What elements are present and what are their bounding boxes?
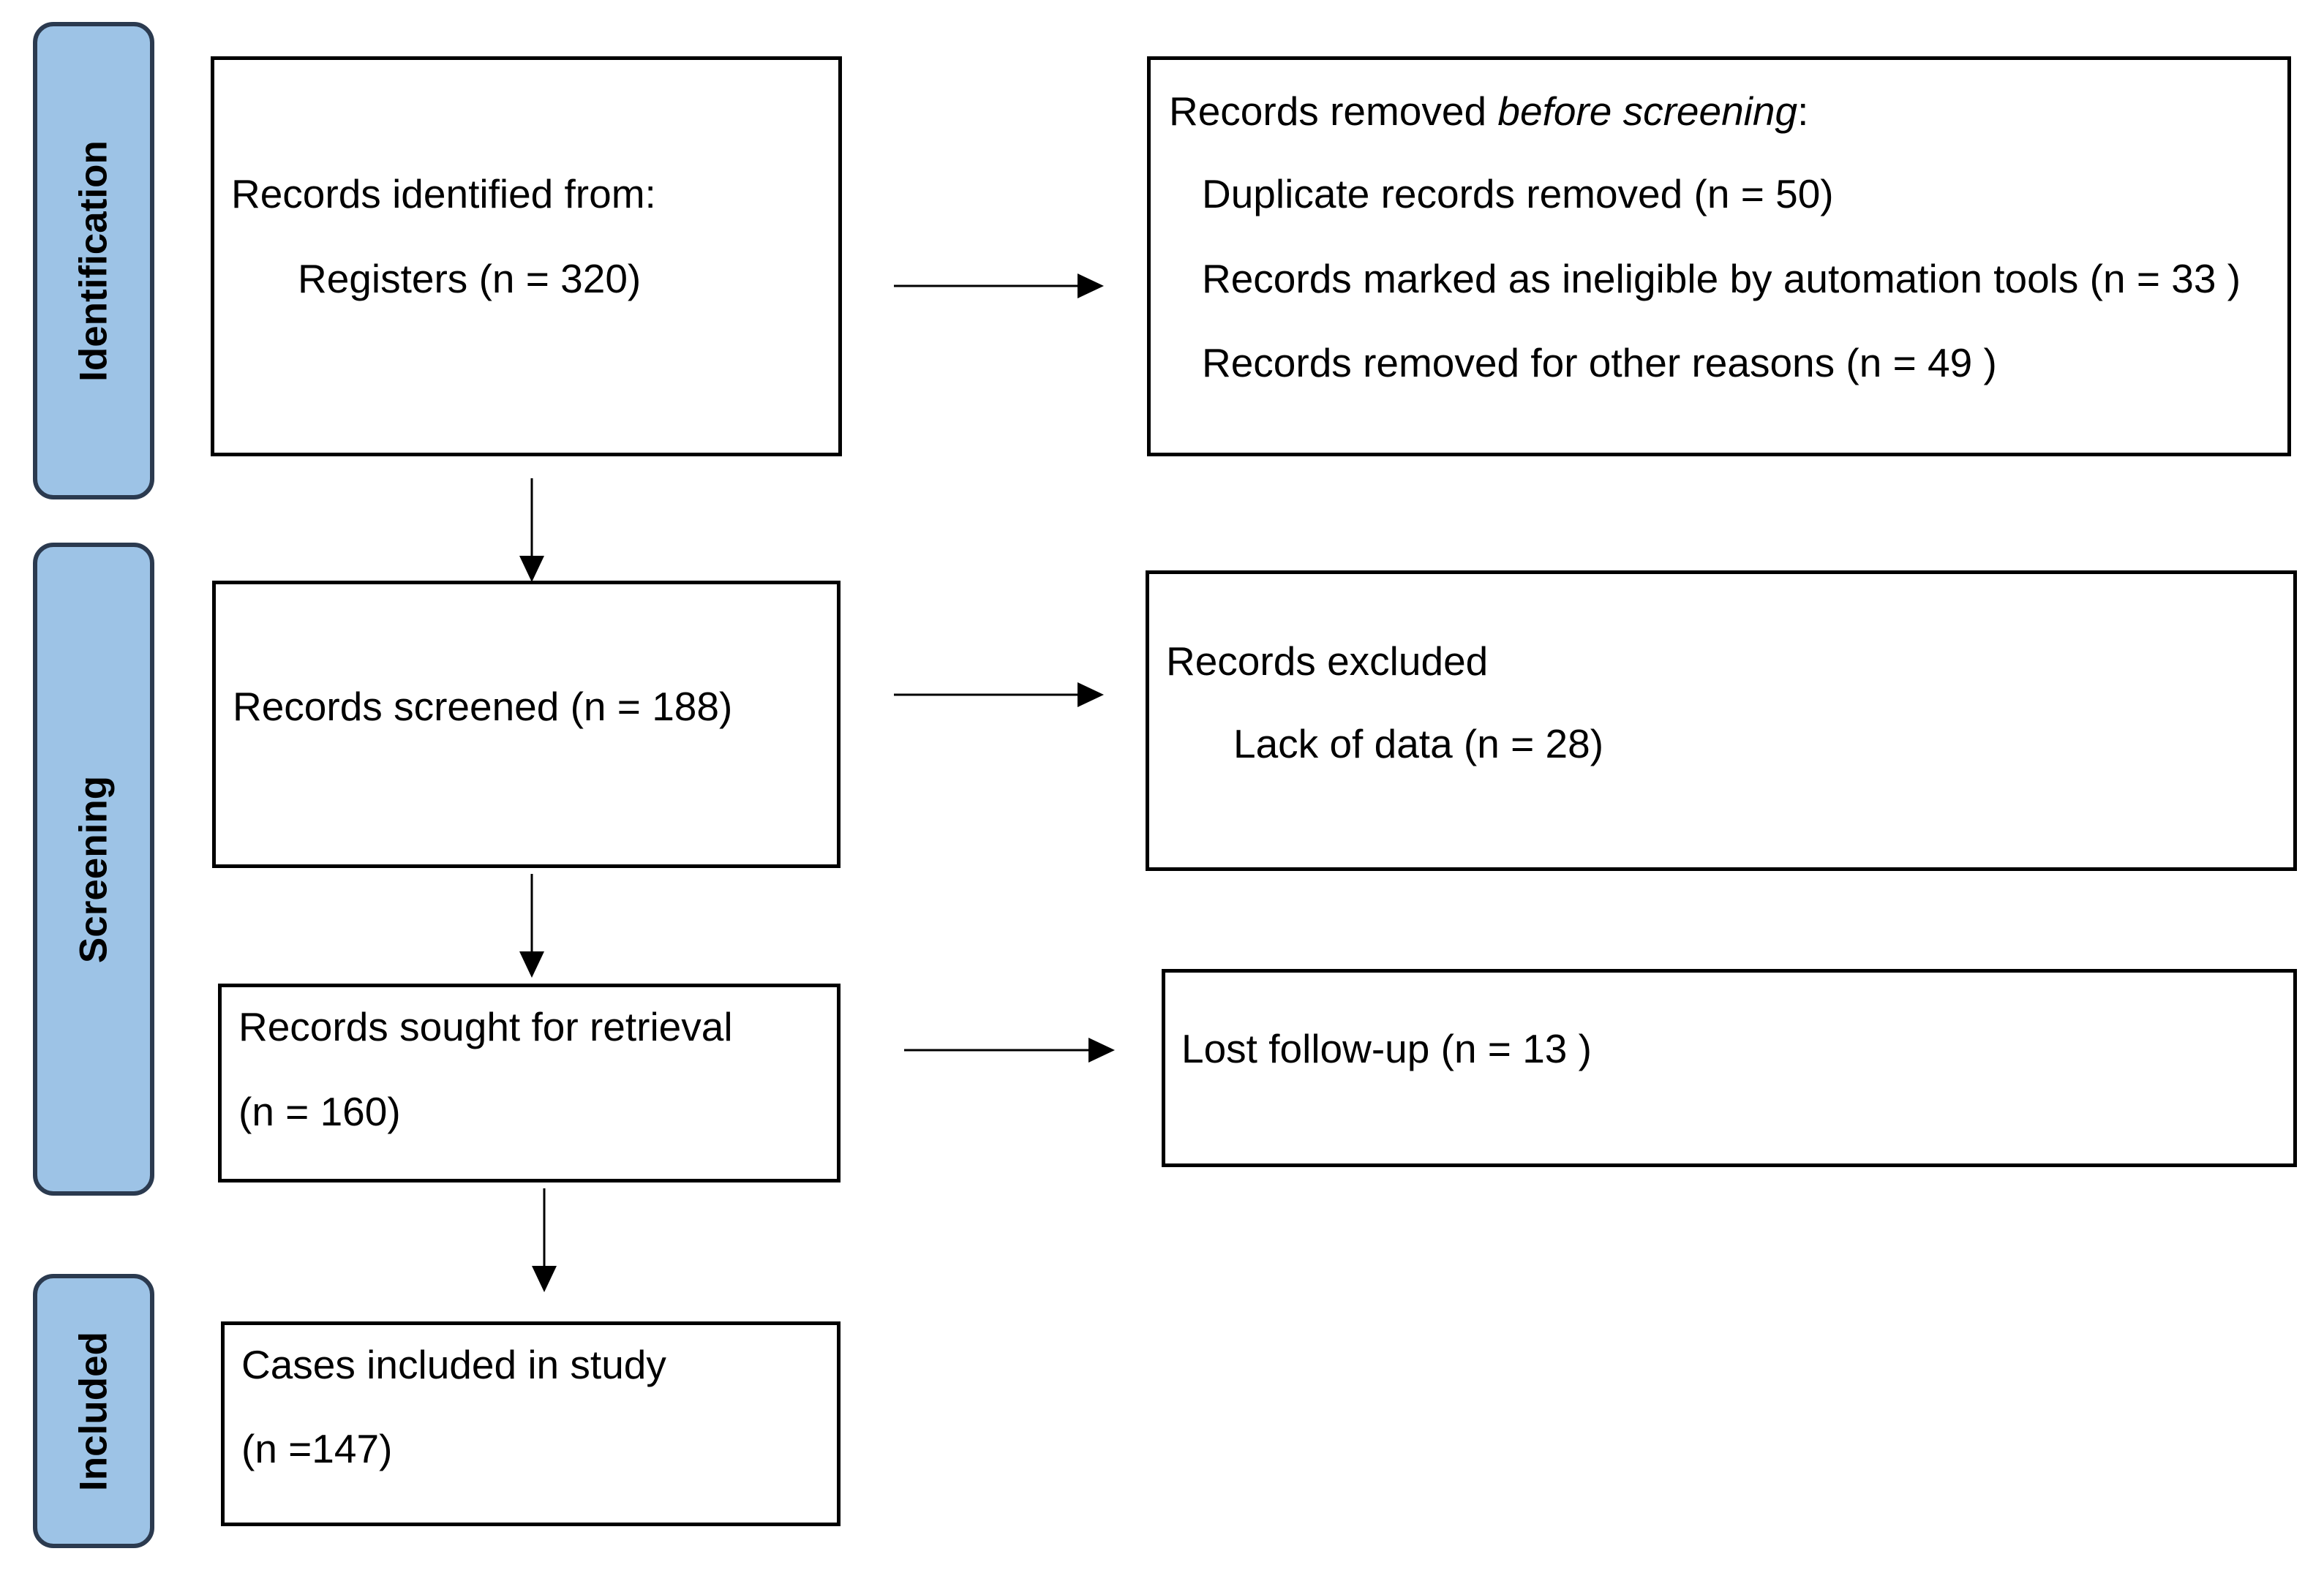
records-identified-heading: Records identified from: [231, 171, 656, 216]
arrow-identified-to-screened [519, 478, 544, 582]
other-reasons-removed: Records removed for other reasons (n = 4… [1202, 340, 1997, 385]
stage-screening: Screening [33, 543, 154, 1196]
stage-identification: Identification [33, 22, 154, 499]
records-excluded-box: Records excluded Lack of data (n = 28) [1146, 570, 2297, 871]
arrow-screened-to-excluded [894, 682, 1104, 707]
duplicate-records-removed: Duplicate records removed (n = 50) [1202, 171, 1834, 216]
records-sought-count: (n = 160) [238, 1089, 401, 1134]
records-removed-heading-emphasis: before screening [1497, 88, 1798, 134]
cases-included-box: Cases included in study (n =147) [221, 1321, 841, 1526]
records-sought-heading: Records sought for retrieval [238, 1004, 733, 1049]
cases-included-heading: Cases included in study [241, 1342, 666, 1387]
lost-follow-up-box: Lost follow-up (n = 13 ) [1162, 969, 2297, 1167]
arrow-screened-to-sought [519, 874, 544, 978]
arrow-sought-to-included [532, 1188, 557, 1292]
lost-follow-up-text: Lost follow-up (n = 13 ) [1181, 1026, 1592, 1071]
registers-count: Registers (n = 320) [298, 256, 642, 301]
records-sought-box: Records sought for retrieval (n = 160) [218, 984, 841, 1182]
arrow-identified-to-removed [894, 274, 1104, 298]
cases-included-count: (n =147) [241, 1426, 393, 1471]
records-excluded-heading: Records excluded [1166, 638, 1489, 684]
stage-included: Included [33, 1274, 154, 1548]
records-screened-text: Records screened (n = 188) [233, 684, 733, 729]
records-removed-box: Records removed before screening: Duplic… [1147, 56, 2291, 456]
records-identified-box: Records identified from: Registers (n = … [211, 56, 842, 456]
records-removed-heading-suffix: : [1797, 88, 1809, 134]
lack-of-data-count: Lack of data (n = 28) [1233, 721, 1604, 766]
records-removed-heading-prefix: Records removed [1169, 88, 1498, 134]
automation-ineligible-records: Records marked as ineligible by automati… [1202, 256, 2241, 301]
records-removed-heading: Records removed before screening: [1169, 88, 1808, 135]
arrow-sought-to-lost-follow-up [904, 1038, 1115, 1063]
records-screened-box: Records screened (n = 188) [212, 581, 841, 868]
